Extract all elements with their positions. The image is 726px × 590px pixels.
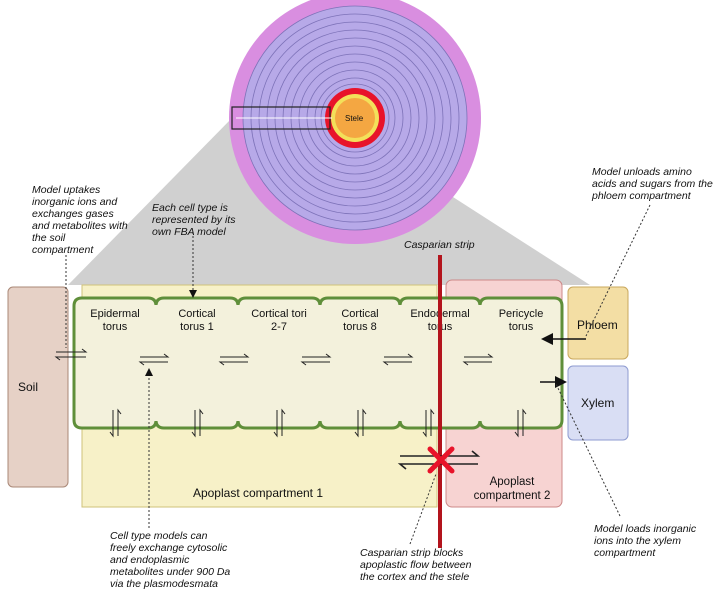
annotation-fba-model: Each cell type is represented by its own… — [152, 202, 236, 238]
epidermis-cortex-exchange-arrow — [138, 353, 170, 366]
stele-label: Stele — [345, 114, 364, 123]
cortex-endodermis-exchange-arrow — [382, 353, 414, 366]
casparian-strip-label: Casparian strip — [404, 239, 475, 251]
cell-label-line-1: Cortical — [178, 308, 215, 320]
cell-label-line-2: torus 8 — [343, 321, 377, 333]
phloem-compartment — [567, 286, 629, 360]
svg-text:exchanges gases: exchanges gases — [32, 208, 114, 220]
svg-text:metabolites under 900 Da: metabolites under 900 Da — [110, 566, 230, 578]
cell-label-line-2: 2-7 — [271, 321, 287, 333]
svg-text:the soil: the soil — [32, 232, 66, 244]
soil-epidermis-exchange-arrow — [54, 348, 88, 361]
svg-text:Casparian strip blocks: Casparian strip blocks — [360, 547, 464, 559]
endodermis-pericycle-exchange-arrow — [462, 353, 494, 366]
svg-text:Model unloads amino: Model unloads amino — [592, 166, 692, 178]
cell-label-line-1: Cortical tori — [251, 308, 307, 320]
phloem-label: Phloem — [577, 318, 618, 332]
block-cross-icon — [427, 446, 455, 474]
annotation-phloem-unload: Model unloads amino acids and sugars fro… — [591, 166, 713, 202]
svg-text:Model uptakes: Model uptakes — [32, 184, 101, 196]
cell-label-line-2: torus 1 — [180, 321, 214, 333]
svg-text:via the plasmodesmata: via the plasmodesmata — [110, 578, 218, 590]
svg-text:Cell type models can: Cell type models can — [110, 530, 208, 542]
svg-text:Model loads inorganic: Model loads inorganic — [594, 523, 697, 535]
apoplast-vertical-arrow-5 — [422, 408, 435, 438]
cell-label-line-2: torus — [509, 321, 534, 333]
apoplast-vertical-arrow-4 — [354, 408, 367, 438]
svg-text:phloem compartment: phloem compartment — [591, 190, 692, 202]
svg-text:and endoplasmic: and endoplasmic — [110, 554, 190, 566]
apoplast-vertical-arrow-2 — [191, 408, 204, 438]
exchange-arrows — [54, 348, 527, 438]
apoplast-1-label: Apoplast compartment 1 — [193, 486, 323, 500]
cell-label-line-2: torus — [103, 321, 128, 333]
svg-text:compartment: compartment — [594, 547, 656, 559]
blocked-apoplastic-flow-arrow — [397, 450, 481, 470]
apoplast-vertical-arrow-1 — [109, 408, 122, 438]
svg-text:own FBA model: own FBA model — [152, 226, 226, 238]
svg-text:and metabolites with: and metabolites with — [32, 220, 128, 232]
soil-label: Soil — [18, 380, 38, 394]
apoplast-vertical-arrow-6 — [514, 408, 527, 438]
cell-pericycle-torus: Pericycle torus — [478, 296, 564, 430]
plasmodesmata-gaps — [150, 305, 486, 421]
cell-cortical-tori-2-7: Cortical tori 2-7 — [236, 296, 322, 430]
xylem-label: Xylem — [581, 396, 614, 410]
root-cross-section: Stele — [229, 0, 481, 244]
annotation-xylem-load: Model loads inorganic ions into the xyle… — [594, 523, 697, 559]
svg-text:Each cell type is: Each cell type is — [152, 202, 229, 214]
phloem-annotation-leader — [585, 204, 651, 337]
apoplast-2-label-line-1: Apoplast — [490, 476, 536, 488]
svg-text:the cortex and the stele: the cortex and the stele — [360, 571, 469, 583]
svg-text:apoplastic flow between: apoplastic flow between — [360, 559, 472, 571]
cortex-exchange-arrow-1 — [218, 353, 250, 366]
annotation-leaders — [65, 204, 651, 545]
cell-label-line-1: Epidermal — [90, 308, 140, 320]
apoplast-2-label-line-2: compartment 2 — [474, 490, 551, 502]
casparian-annotation-leader — [409, 473, 437, 545]
svg-text:represented by its: represented by its — [152, 214, 236, 226]
cell-cortical-torus-8: Cortical torus 8 — [318, 296, 402, 430]
svg-text:freely exchange cytosolic: freely exchange cytosolic — [110, 542, 228, 554]
cell-tori: Epidermal torus Cortical torus 1 Cortica… — [72, 296, 564, 430]
xylem-annotation-leader — [555, 383, 621, 517]
cell-label-line-1: Cortical — [341, 308, 378, 320]
annotation-casparian-block: Casparian strip blocks apoplastic flow b… — [360, 547, 472, 583]
svg-text:compartment: compartment — [32, 244, 94, 256]
cell-epidermal-torus: Epidermal torus — [72, 296, 158, 430]
svg-text:acids and sugars from the: acids and sugars from the — [592, 178, 713, 190]
svg-text:ions into the xylem: ions into the xylem — [594, 535, 681, 547]
soil-compartment — [7, 286, 69, 488]
svg-text:inorganic ions and: inorganic ions and — [32, 196, 118, 208]
xylem-compartment — [567, 365, 629, 441]
cortex-exchange-arrow-2 — [300, 353, 332, 366]
annotation-plasmodesmata: Cell type models can freely exchange cyt… — [110, 530, 230, 590]
cell-cortical-torus-1: Cortical torus 1 — [154, 296, 240, 430]
annotation-soil-exchange: Model uptakes inorganic ions and exchang… — [32, 184, 128, 256]
cell-label-line-1: Pericycle — [499, 308, 544, 320]
apoplast-vertical-arrow-3 — [273, 408, 286, 438]
stele-core — [335, 98, 375, 138]
